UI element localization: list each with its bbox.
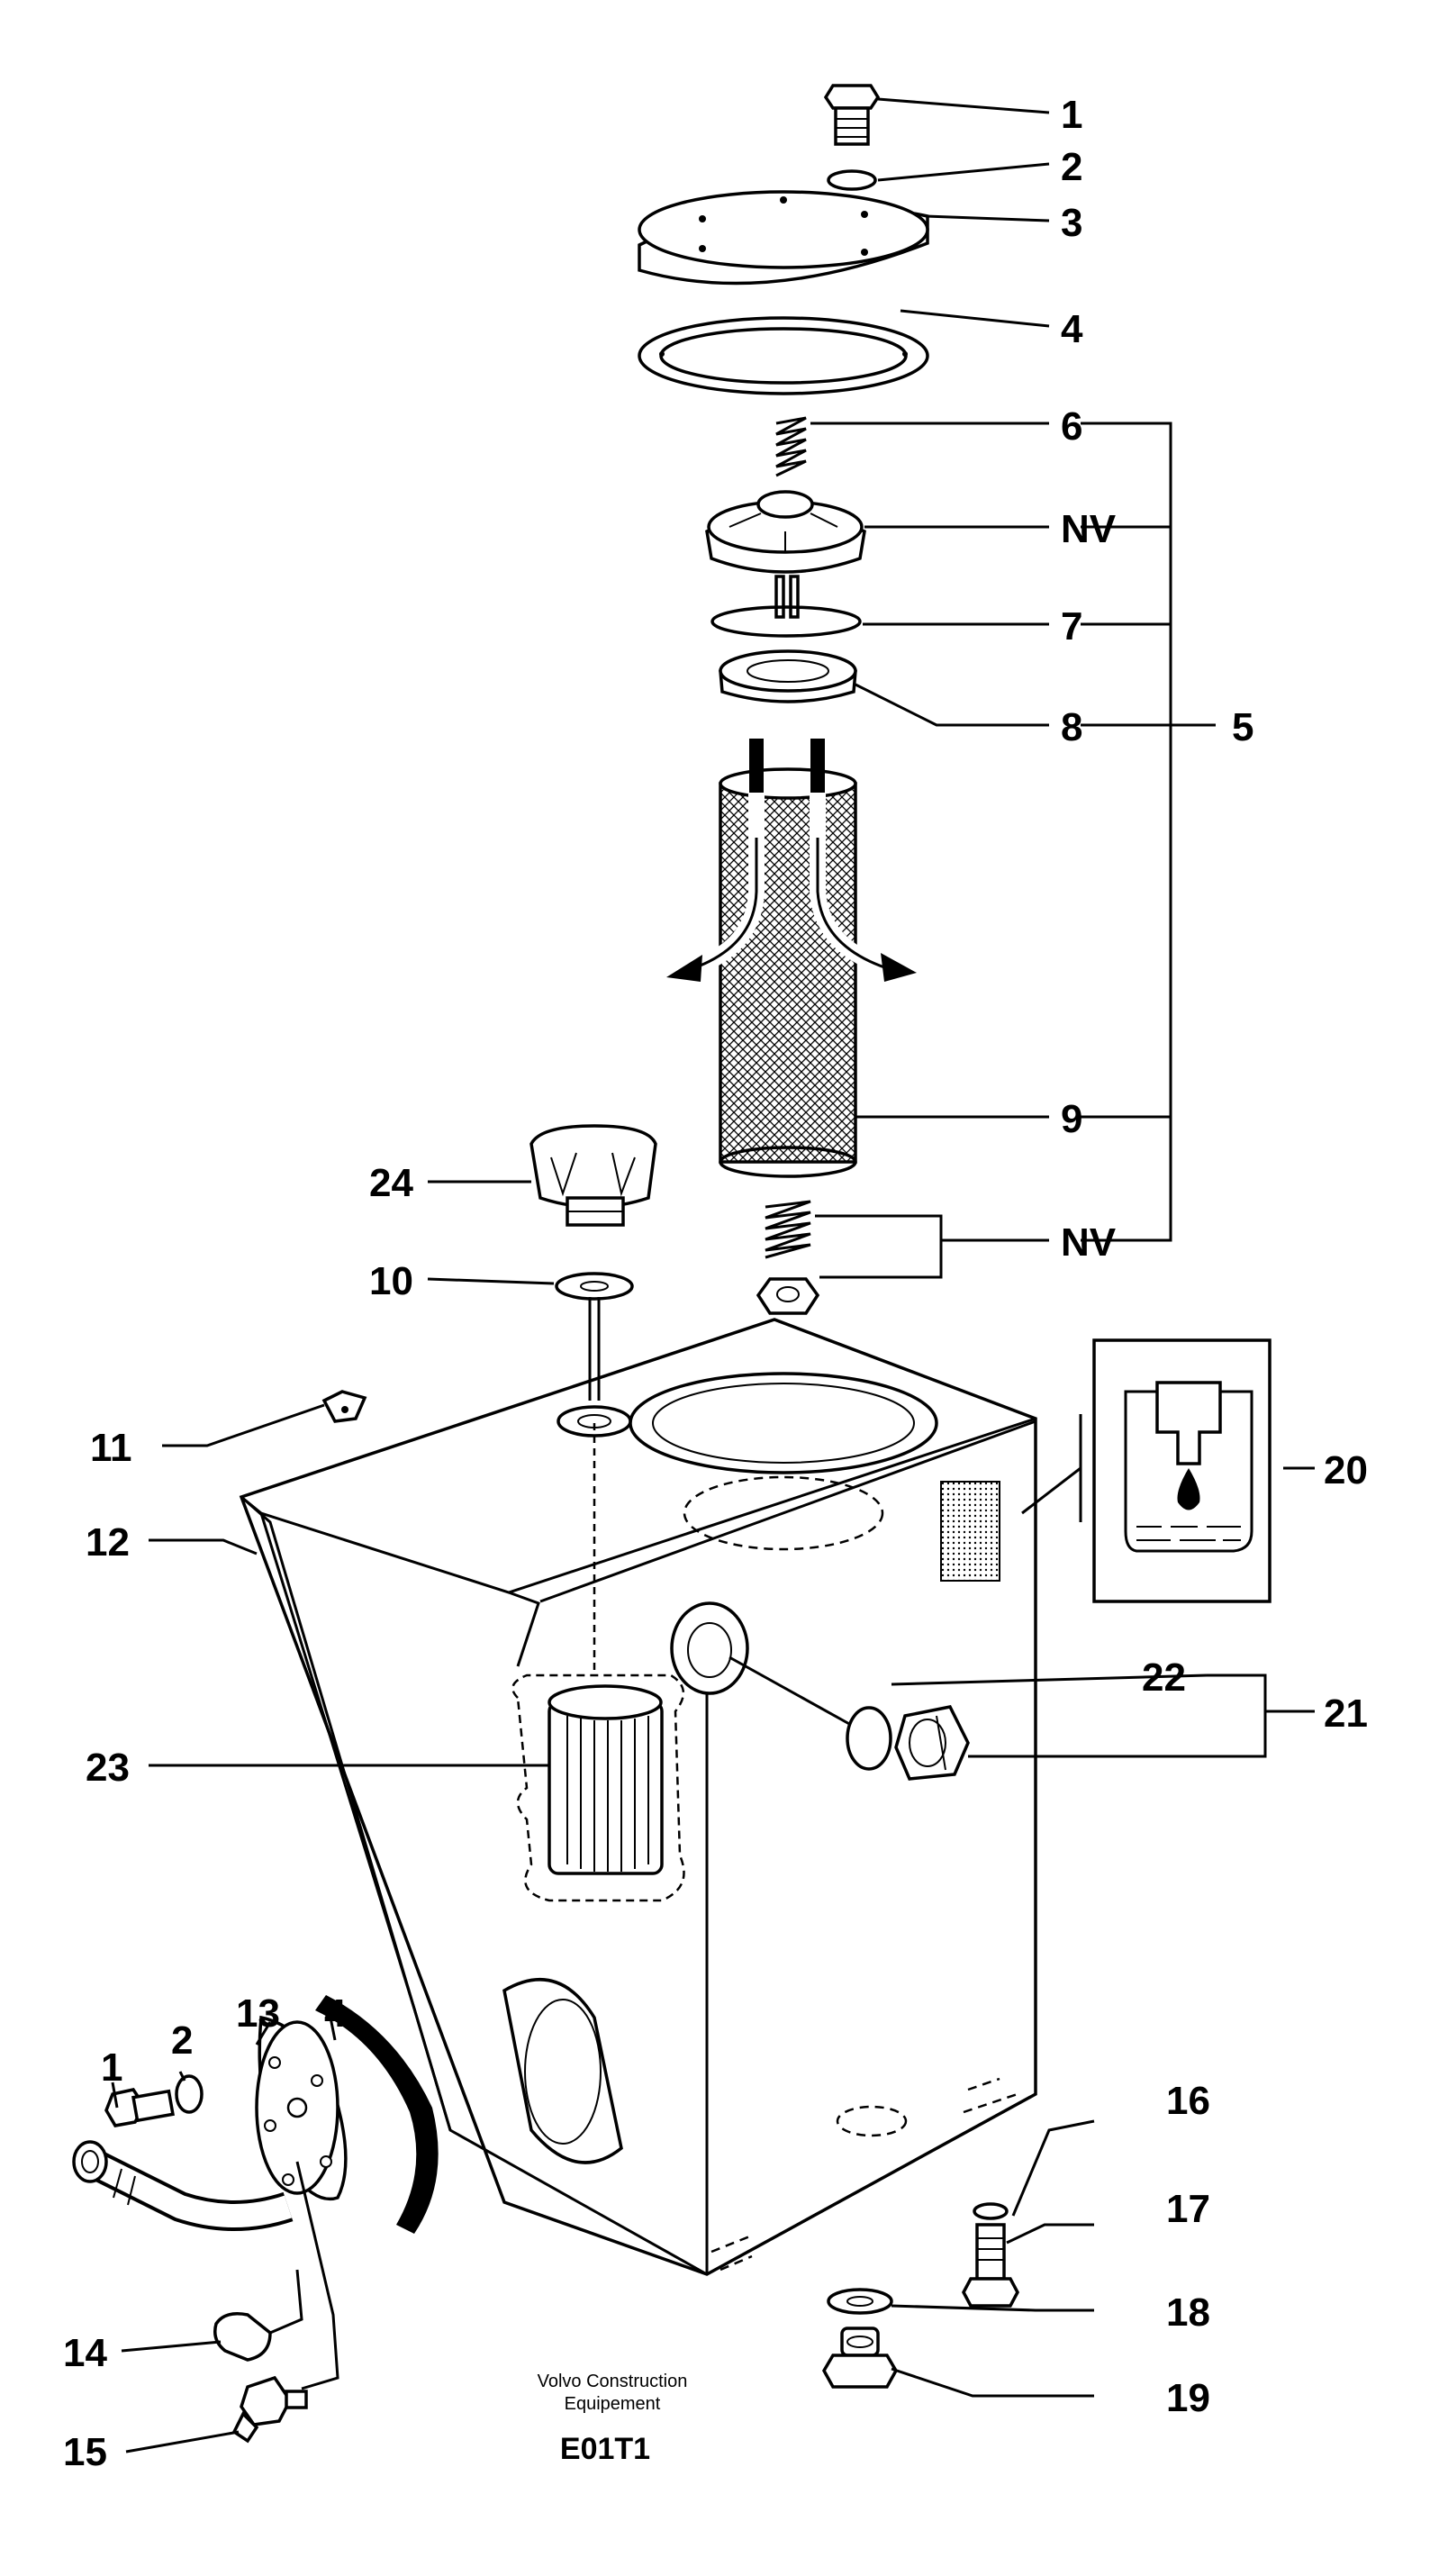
callout-24: 24: [369, 1161, 413, 1205]
callout-nv-top: NV: [1061, 507, 1117, 551]
connector-line: [729, 1655, 852, 1727]
washer-16-part: [973, 2202, 1009, 2220]
bolt-part: [823, 84, 881, 146]
washer-10-part: [555, 1272, 634, 1301]
callout-1-bottom: 1: [101, 2045, 122, 2090]
flange-leader-2: [269, 2269, 303, 2335]
callout-21: 21: [1324, 1692, 1368, 1736]
callout-19: 19: [1166, 2376, 1210, 2420]
callout-10: 10: [369, 1259, 413, 1303]
filter-element-part: [666, 739, 917, 1178]
callout-7: 7: [1061, 604, 1082, 649]
breather-cap-part: [529, 1124, 657, 1227]
figure-code: E01T1: [560, 2432, 650, 2466]
flange-leader: [295, 2161, 339, 2390]
callout-12: 12: [86, 1520, 130, 1565]
callout-11: 11: [90, 1426, 132, 1470]
leader-lines: [111, 97, 1315, 2454]
callout-13: 13: [236, 1991, 280, 2036]
flange-13-part: [255, 2015, 348, 2201]
gasket-4-part: [315, 1995, 439, 2234]
strainer-part: [511, 1673, 685, 1902]
callout-17: 17: [1166, 2187, 1210, 2231]
plug-14-part: [213, 2312, 272, 2362]
o-ring-part: [710, 605, 862, 638]
callout-3: 3: [1061, 201, 1082, 245]
o-ring-22-part: [846, 1706, 892, 1771]
callout-nv-bottom: NV: [1061, 1220, 1117, 1265]
seal-part: [719, 649, 857, 703]
hose-part: [72, 2140, 294, 2231]
caption-line-2: Equipement: [565, 2394, 661, 2414]
sensor-15-part: [231, 2375, 308, 2444]
level-indicator-detail: [1021, 1338, 1272, 1603]
callout-5: 5: [1232, 705, 1253, 749]
cover-plate-part: [638, 190, 929, 286]
washer-2-part: [175, 2074, 204, 2114]
callout-4: 4: [1061, 307, 1083, 351]
washer-18-part: [827, 2288, 893, 2315]
spring-part: [775, 416, 807, 477]
callout-2: 2: [1061, 145, 1082, 189]
callout-6: 6: [1061, 404, 1082, 449]
valve-part: [705, 490, 866, 619]
callout-23: 23: [86, 1746, 130, 1790]
callout-2-bottom: 2: [171, 2018, 193, 2063]
callout-18: 18: [1166, 2290, 1210, 2335]
plug-21-part: [894, 1705, 970, 1781]
callout-4-bottom: 4: [324, 1991, 347, 2036]
callout-22: 22: [1142, 1655, 1186, 1700]
drain-plug-19-part: [821, 2327, 899, 2389]
callout-20: 20: [1324, 1448, 1368, 1492]
dipstick-line: [588, 1297, 601, 1401]
callout-9: 9: [1061, 1097, 1082, 1141]
callout-16: 16: [1166, 2079, 1210, 2123]
callout-8: 8: [1061, 705, 1082, 749]
gasket-part: [638, 316, 929, 395]
washer-part: [827, 169, 877, 191]
callout-1: 1: [1061, 93, 1082, 137]
callout-14: 14: [63, 2331, 107, 2375]
spring-nut-part: [756, 1200, 820, 1315]
callout-15: 15: [63, 2430, 107, 2474]
caption-line-1: Volvo Construction: [538, 2372, 688, 2391]
bolt-17-part: [962, 2223, 1019, 2308]
